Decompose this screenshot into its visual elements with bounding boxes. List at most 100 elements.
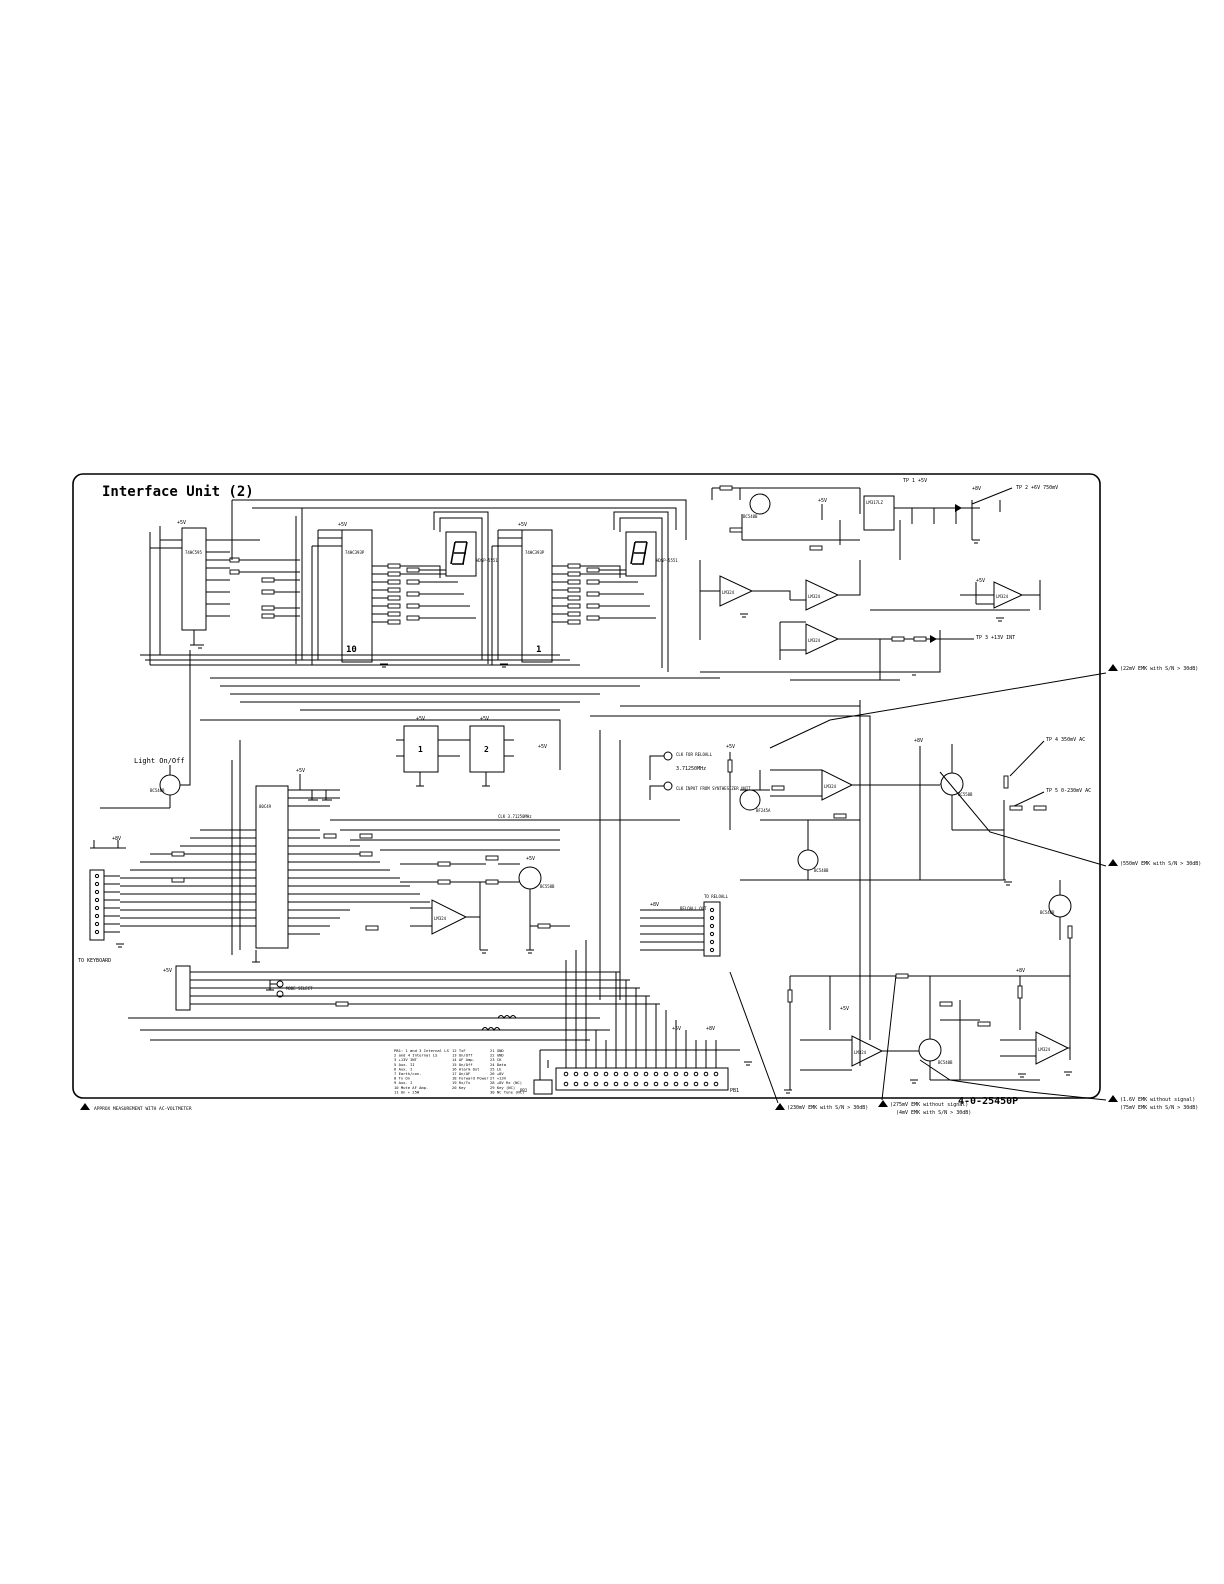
legend-line: 30 NC Tune (NC) [490,1089,524,1094]
connector-pin [633,1081,639,1087]
measurement-5a: (1.6V EMK without signal) [1120,1097,1195,1103]
flip-flop-pair: 1 2 +5V +5V +5V [396,716,547,787]
measurement-4a: (275mV EMK without signal) [890,1102,968,1108]
to-reloall-label: TO RELOALL [704,894,729,899]
clock-inputs: CLK FOR RELOALL CLK INPUT FROM SYNTHESIZ… [649,751,751,800]
supply-label: +5V [526,856,535,862]
footnote-marker [80,1103,90,1110]
legend-line: 28 +8V Rx (NC) [490,1080,522,1085]
center-amp: LM324 BC558B +5V [400,855,570,950]
tp5-label: TP 5 0-230mV AC [1046,788,1091,794]
transistor-label: BC548B [938,1060,953,1065]
supply-label: +5V [416,716,425,722]
pb1-label: PB1 [730,1088,739,1094]
connector-pb2: PB2 [520,1079,553,1095]
middle-bus [200,677,871,1040]
counter-one-group: +5V 74HC393P 1 HDSP-5551 [491,511,678,672]
tp4-label: TP 4 350mV AC [1046,737,1085,743]
clk-reloall-label: CLK FOR RELOALL [676,752,713,757]
tp3-label: TP 3 +13V INT [976,635,1015,641]
opamp-label: LM324 [808,594,821,599]
measurement-2: (550mV EMK with S/N > 30dB) [1120,861,1201,867]
legend-line: 22 GND [490,1053,504,1058]
legend-line: 5 Aux. II [394,1062,415,1067]
connector-pin [653,1081,659,1087]
connector-pin [673,1071,679,1077]
connector-pin [643,1071,649,1077]
display-label: HDSP-5551 [476,558,498,563]
legend-line: 15 On/Off [452,1062,473,1067]
legend-line: 23 CK [490,1057,502,1062]
connector-pin [633,1071,639,1077]
legend-line: 20 Key [452,1085,466,1090]
connector-pin [603,1071,609,1077]
measurement-1: (22mV EMK with S/N > 30dB) [1120,666,1198,672]
legend-line: 26 +8V [490,1071,504,1076]
legend-line: 13 On/Off [452,1053,473,1058]
legend-line: 14 AF Amp. [452,1057,475,1062]
supply-label: +5V [976,578,985,584]
connector-pin [603,1081,609,1087]
supply-label: +8V [914,738,923,744]
diagram-title: Interface Unit (2) [102,484,254,500]
fet-label: BF245A [756,808,771,813]
connector-pin [663,1081,669,1087]
tp-leaders [940,487,1045,809]
legend-line: 10 Mute AF Amp. [394,1085,428,1090]
mcu-section: 80C49 +5V [120,740,430,963]
connector-pin [583,1081,589,1087]
connector-pin [703,1071,709,1077]
digit-one-label: 1 [536,645,541,655]
transistor-label: BC548B [150,788,165,793]
connector-pin [613,1081,619,1087]
opamp-label: LM324 [1038,1047,1051,1052]
connector-pin [693,1081,699,1087]
tp2-label: TP 2 +6V 750mV [1016,485,1058,491]
legend-line: 2 and 4 Internal LS [394,1053,438,1058]
tp1-label: TP 1 +5V [903,478,927,484]
footnote: APPROX MEASUREMENT WITH AC-VOLTMETER [94,1106,192,1112]
legend-line: 11 On + 25W [394,1089,420,1094]
chip-label: 74HC393P [345,550,365,555]
supply-label: +8V [1016,968,1025,974]
inductor-l2 [481,1027,501,1031]
connector-pin [563,1081,569,1087]
transistor-label: BC558B [958,792,973,797]
legend-line: 24 Data [490,1062,506,1067]
regulator-label: LM317LZ [866,500,883,505]
clk-synth-label: CLK INPUT FROM SYNTHESIZER UNIT [676,786,751,791]
connector-pin [663,1071,669,1077]
legend-line: 12 TxF [452,1048,466,1053]
chip-label: 74HC595 [185,550,202,555]
legend-line: 29 Key (NC) [490,1085,515,1090]
switch-block: +5V [128,965,660,1041]
ground-symbols [116,539,1072,1094]
decoder-chip: +5V 74HC595 [149,520,300,665]
transistor-label: BC558B [540,884,555,889]
clk-label: CLK 3.71250MHz [498,814,532,819]
digit-ten-label: 10 [346,645,357,655]
measurement-4b: (4mV EMK with S/N > 30dB) [896,1110,971,1116]
connector-pin [593,1081,599,1087]
top-bus [140,499,687,666]
supply-label: +5V [163,968,172,974]
inductor-l1 [497,1015,517,1019]
connector-pb1: PB1 [539,1049,740,1094]
transistor-label: BC548B [1040,910,1055,915]
legend-line: 25 LE [490,1066,502,1071]
opamp-label: LM324 [824,784,837,789]
legend-line: 21 GND [490,1048,504,1053]
opamp-label: LM324 [722,590,735,595]
opamp-label: LM324 [808,638,821,643]
legend-line: 18 Forward Power [452,1076,489,1081]
sheet-border [72,473,1101,1099]
measurement-5b: (75mV EMK with S/N > 30dB) [1120,1105,1198,1111]
connector-pin [563,1071,569,1077]
legend-line: 9 Aux. I [394,1080,412,1085]
opamp-label: LM324 [434,916,447,921]
connector-pin [693,1071,699,1077]
legend-line: 17 On/AF [452,1071,471,1076]
reloall-out-label: RELOALL OUT [680,906,707,911]
legend-line: 7 Earth/con. [394,1071,421,1076]
